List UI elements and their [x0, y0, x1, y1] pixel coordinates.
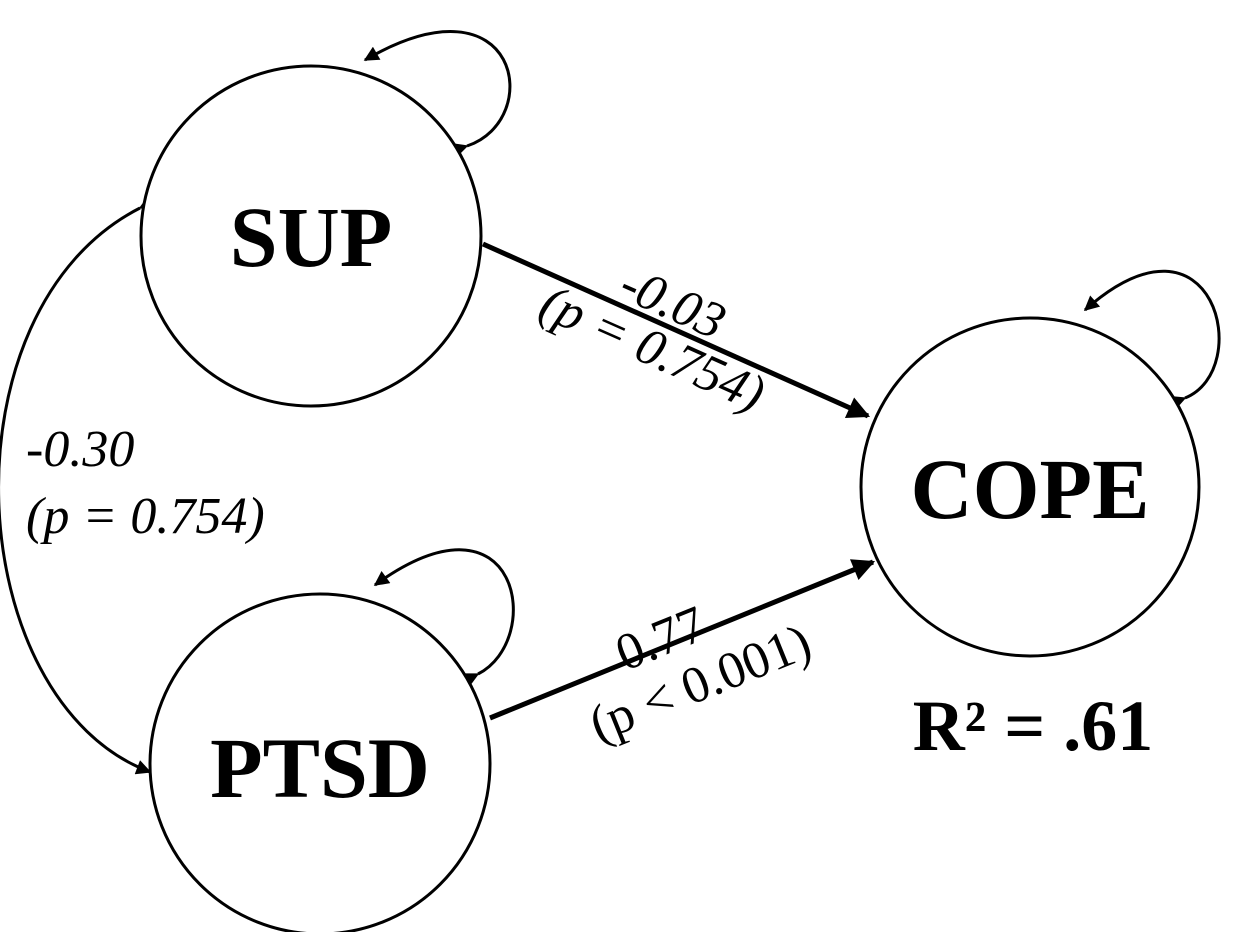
sup-ptsd-coefficient: -0.30 [26, 421, 134, 478]
r-squared-label: R² = .61 [913, 686, 1154, 766]
node-ptsd: PTSD [148, 592, 492, 932]
node-cope-label: COPE [911, 441, 1150, 537]
node-sup-label: SUP [230, 189, 392, 285]
node-cope: COPE [859, 316, 1201, 658]
ptsd-to-cope-arrow [489, 559, 876, 721]
sup-residual-loop [363, 30, 512, 158]
sup-to-cope-arrow [481, 241, 871, 419]
cope-residual-loop [1083, 269, 1221, 411]
ptsd-residual-loop [373, 548, 515, 687]
sup-ptsd-covariance-arrow [0, 195, 156, 775]
sup-ptsd-p-value: (p = 0.754) [26, 488, 265, 545]
node-sup: SUP [139, 64, 483, 408]
node-ptsd-label: PTSD [210, 720, 430, 816]
